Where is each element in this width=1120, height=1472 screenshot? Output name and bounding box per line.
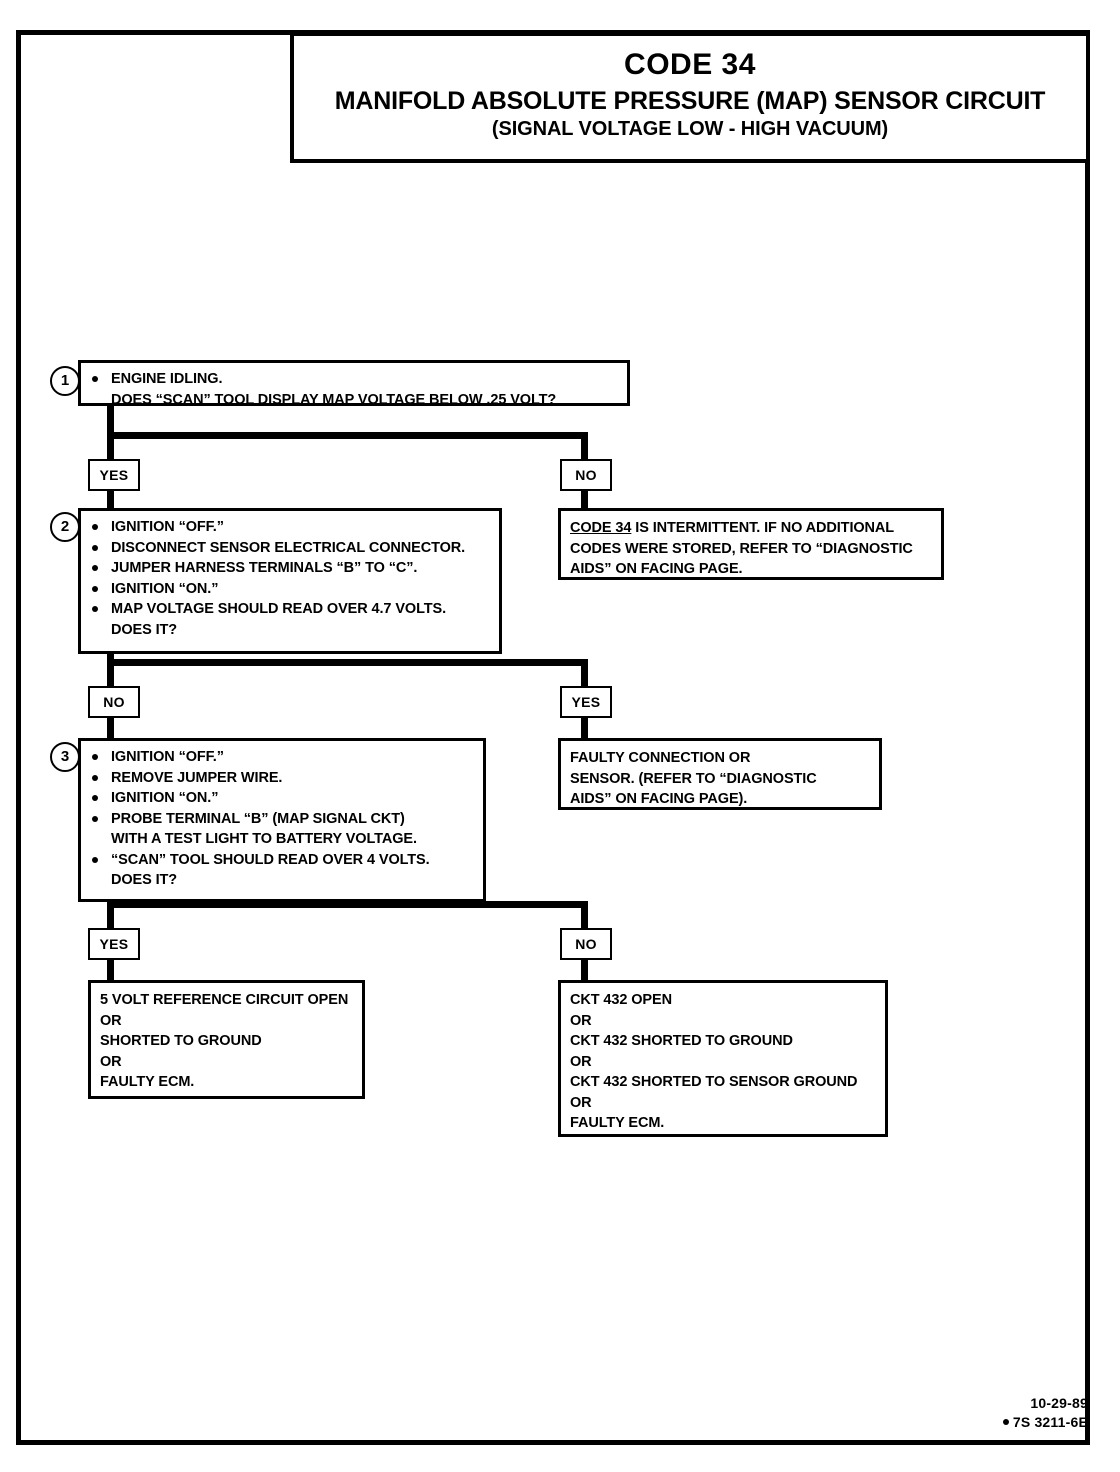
step-2-line-2: DISCONNECT SENSOR ELECTRICAL CONNECTOR. (85, 538, 491, 559)
result-faulty-line-2: SENSOR. (REFER TO “DIAGNOSTIC (570, 770, 817, 787)
connector-row1-right-down (581, 432, 588, 462)
footer-part-number: 7S 3211-6E (1012, 1414, 1088, 1430)
connector-row3-right-down (581, 901, 588, 931)
result-5volt-line-2: OR (100, 1012, 122, 1029)
result-box-intermittent: CODE 34 IS INTERMITTENT. IF NO ADDITIONA… (558, 508, 944, 580)
step-number-2: 2 (50, 512, 80, 542)
result-ckt432-line-4: OR (570, 1053, 592, 1070)
result-box-ckt-432: CKT 432 OPEN OR CKT 432 SHORTED TO GROUN… (558, 980, 888, 1137)
step-box-2: IGNITION “OFF.” DISCONNECT SENSOR ELECTR… (78, 508, 502, 654)
result-ckt432-line-5: CKT 432 SHORTED TO SENSOR GROUND (570, 1074, 858, 1090)
connector-row2-horizontal (107, 659, 588, 666)
connector-row2-right-into-result (581, 716, 588, 740)
result-intermittent-line-1-tail: IS INTERMITTENT. IF NO ADDITIONAL (631, 520, 895, 536)
connector-row3-left-down (107, 901, 114, 931)
result-5volt-line-1: 5 VOLT REFERENCE CIRCUIT OPEN (100, 992, 349, 1008)
step-3-line-7: DOES IT? (111, 872, 178, 888)
result-intermittent-line-1: CODE 34 IS INTERMITTENT. IF NO ADDITIONA… (570, 518, 933, 539)
step-2-line-4: IGNITION “ON.” (85, 579, 491, 600)
branch-label-row1-right: NO (560, 459, 612, 491)
connector-row1-left-down (107, 432, 114, 462)
result-5volt-line-3: SHORTED TO GROUND (100, 1033, 262, 1049)
step-3-line-5: WITH A TEST LIGHT TO BATTERY VOLTAGE. (111, 831, 417, 847)
step-number-1: 1 (50, 366, 80, 396)
result-intermittent-line-2: CODES WERE STORED, REFER TO “DIAGNOSTIC (570, 540, 913, 557)
step-3-line-3: IGNITION “ON.” (85, 788, 475, 809)
result-faulty-line-3: AIDS” ON FACING PAGE). (570, 791, 748, 807)
step-3-line-1: IGNITION “OFF.” (85, 747, 475, 768)
footer: 10-29-89 7S 3211-6E (1002, 1394, 1088, 1432)
page-title-code: CODE 34 (624, 48, 756, 81)
page-title-main: MANIFOLD ABSOLUTE PRESSURE (MAP) SENSOR … (334, 87, 1046, 115)
branch-label-row2-left: NO (88, 686, 140, 718)
result-5volt-line-5: FAULTY ECM. (100, 1074, 195, 1090)
step-2-line-3: JUMPER HARNESS TERMINALS “B” TO “C”. (85, 558, 491, 579)
footer-part-line: 7S 3211-6E (1002, 1413, 1088, 1432)
step-1-line-1: ENGINE IDLING. (85, 369, 619, 390)
result-ckt432-line-2: OR (570, 1012, 592, 1029)
branch-label-row3-left: YES (88, 928, 140, 960)
result-ckt432-line-1: CKT 432 OPEN (570, 992, 672, 1008)
page-title-subtitle: (SIGNAL VOLTAGE LOW - HIGH VACUUM) (491, 118, 889, 140)
branch-label-row1-left: YES (88, 459, 140, 491)
bullet-dot-icon (1002, 1419, 1009, 1425)
connector-step1-down (107, 406, 114, 432)
result-intermittent-code: CODE 34 (570, 520, 632, 536)
step-2-list: IGNITION “OFF.” DISCONNECT SENSOR ELECTR… (85, 517, 491, 640)
step-number-3: 3 (50, 742, 80, 772)
connector-row2-right-down (581, 659, 588, 689)
result-ckt432-line-3: CKT 432 SHORTED TO GROUND (570, 1033, 793, 1049)
result-box-5-volt-reference: 5 VOLT REFERENCE CIRCUIT OPEN OR SHORTED… (88, 980, 365, 1099)
branch-label-row3-right: NO (560, 928, 612, 960)
connector-row2-left-into-step3 (107, 716, 114, 740)
step-2-line-5: MAP VOLTAGE SHOULD READ OVER 4.7 VOLTS. (85, 599, 491, 620)
step-2-line-6: DOES IT? (111, 621, 178, 638)
connector-row1-right-into-result (581, 489, 588, 511)
step-box-3: IGNITION “OFF.” REMOVE JUMPER WIRE. IGNI… (78, 738, 486, 902)
connector-row3-horizontal (107, 901, 588, 908)
step-box-1: ENGINE IDLING. DOES “SCAN” TOOL DISPLAY … (78, 360, 630, 408)
result-5volt-line-4: OR (100, 1053, 122, 1070)
connector-row3-right-into-result (581, 958, 588, 982)
result-intermittent-line-3: AIDS” ON FACING PAGE. (570, 561, 743, 577)
step-3-line-2: REMOVE JUMPER WIRE. (85, 768, 475, 789)
title-block: CODE 34 MANIFOLD ABSOLUTE PRESSURE (MAP)… (290, 32, 1090, 163)
result-ckt432-line-7: FAULTY ECM. (570, 1115, 665, 1131)
connector-row2-left-down (107, 659, 114, 689)
connector-row1-left-into-step2 (107, 489, 114, 511)
branch-label-row2-right: YES (560, 686, 612, 718)
footer-date: 10-29-89 (1030, 1395, 1088, 1411)
step-2-line-1: IGNITION “OFF.” (85, 517, 491, 538)
step-1-list: ENGINE IDLING. DOES “SCAN” TOOL DISPLAY … (85, 369, 619, 410)
connector-row3-left-into-result (107, 958, 114, 982)
step-3-line-6: “SCAN” TOOL SHOULD READ OVER 4 VOLTS. (85, 850, 475, 871)
result-ckt432-line-6: OR (570, 1094, 592, 1111)
connector-row1-horizontal (107, 432, 588, 439)
step-3-line-4: PROBE TERMINAL “B” (MAP SIGNAL CKT) (85, 809, 475, 830)
result-faulty-line-1: FAULTY CONNECTION OR (570, 750, 751, 766)
step-3-list: IGNITION “OFF.” REMOVE JUMPER WIRE. IGNI… (85, 747, 475, 891)
result-box-faulty-connection: FAULTY CONNECTION OR SENSOR. (REFER TO “… (558, 738, 882, 810)
step-1-line-2: DOES “SCAN” TOOL DISPLAY MAP VOLTAGE BEL… (111, 391, 557, 408)
